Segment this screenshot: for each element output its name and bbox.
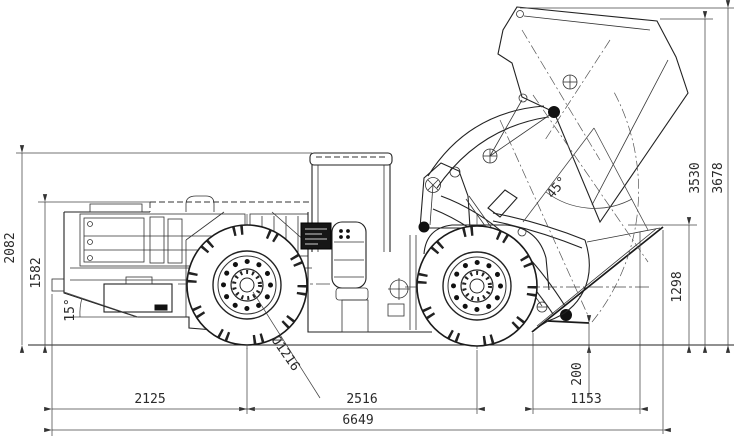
dim-departure-angle: 15°: [63, 291, 139, 322]
boom-raised: [427, 99, 555, 189]
dim-front-overhang: 1153: [525, 392, 648, 412]
dim-hood-height: 1582: [29, 194, 150, 353]
dim-label: 15°: [63, 298, 78, 321]
dim-dump-height: 3530: [660, 11, 713, 353]
muffler: [89, 203, 143, 213]
raised-bucket-hinge-pin: [548, 106, 560, 118]
dim-overall-length: 6649: [44, 413, 671, 433]
mid-frame: [307, 212, 432, 333]
wheel-bolt-circle: [221, 259, 273, 311]
spill-guard: [487, 189, 518, 218]
cutting-edge: [547, 320, 590, 324]
dim-label: 1298: [670, 271, 685, 302]
operator-seat: [331, 221, 369, 333]
canopy-roof: [309, 152, 393, 166]
dim-label: Ø1216: [268, 333, 303, 374]
dim-lip-clearance: 200: [570, 315, 592, 396]
dim-label: 200: [570, 362, 585, 385]
wheel-bolt-circle: [451, 260, 503, 312]
dim-label: 3678: [711, 162, 726, 193]
dim-label: 3530: [688, 162, 703, 193]
bucket-tip-path-arc: [591, 91, 639, 323]
dim-label: 1582: [29, 257, 44, 288]
exhaust-elbow: [185, 195, 215, 212]
rear-wheel: [186, 224, 308, 346]
dim-label: 2082: [3, 232, 18, 263]
dim-max-raised-height: 3678: [520, 0, 734, 353]
dim-label: 6649: [342, 413, 373, 428]
dim-label: 1153: [570, 392, 601, 407]
boom-tower: [419, 162, 471, 229]
front-fender: [423, 224, 550, 291]
dim-overall-height: 2082: [3, 145, 312, 353]
dim-extension-lines: [51, 230, 664, 436]
data-plate: [300, 222, 332, 250]
dim-label: 45°: [544, 174, 571, 202]
dim-wheelbase: 2516: [239, 392, 485, 412]
rear-hitch: [51, 278, 65, 292]
dim-carry-edge-height: 1298: [628, 217, 697, 353]
dim-label: 2516: [346, 392, 377, 407]
bucket-mouth-edge: [531, 226, 664, 333]
bucket-raised: [497, 6, 689, 224]
front-wheel: [416, 225, 538, 347]
dim-label: 2125: [134, 392, 165, 407]
dim-rear-overhang: 2125: [44, 392, 255, 412]
